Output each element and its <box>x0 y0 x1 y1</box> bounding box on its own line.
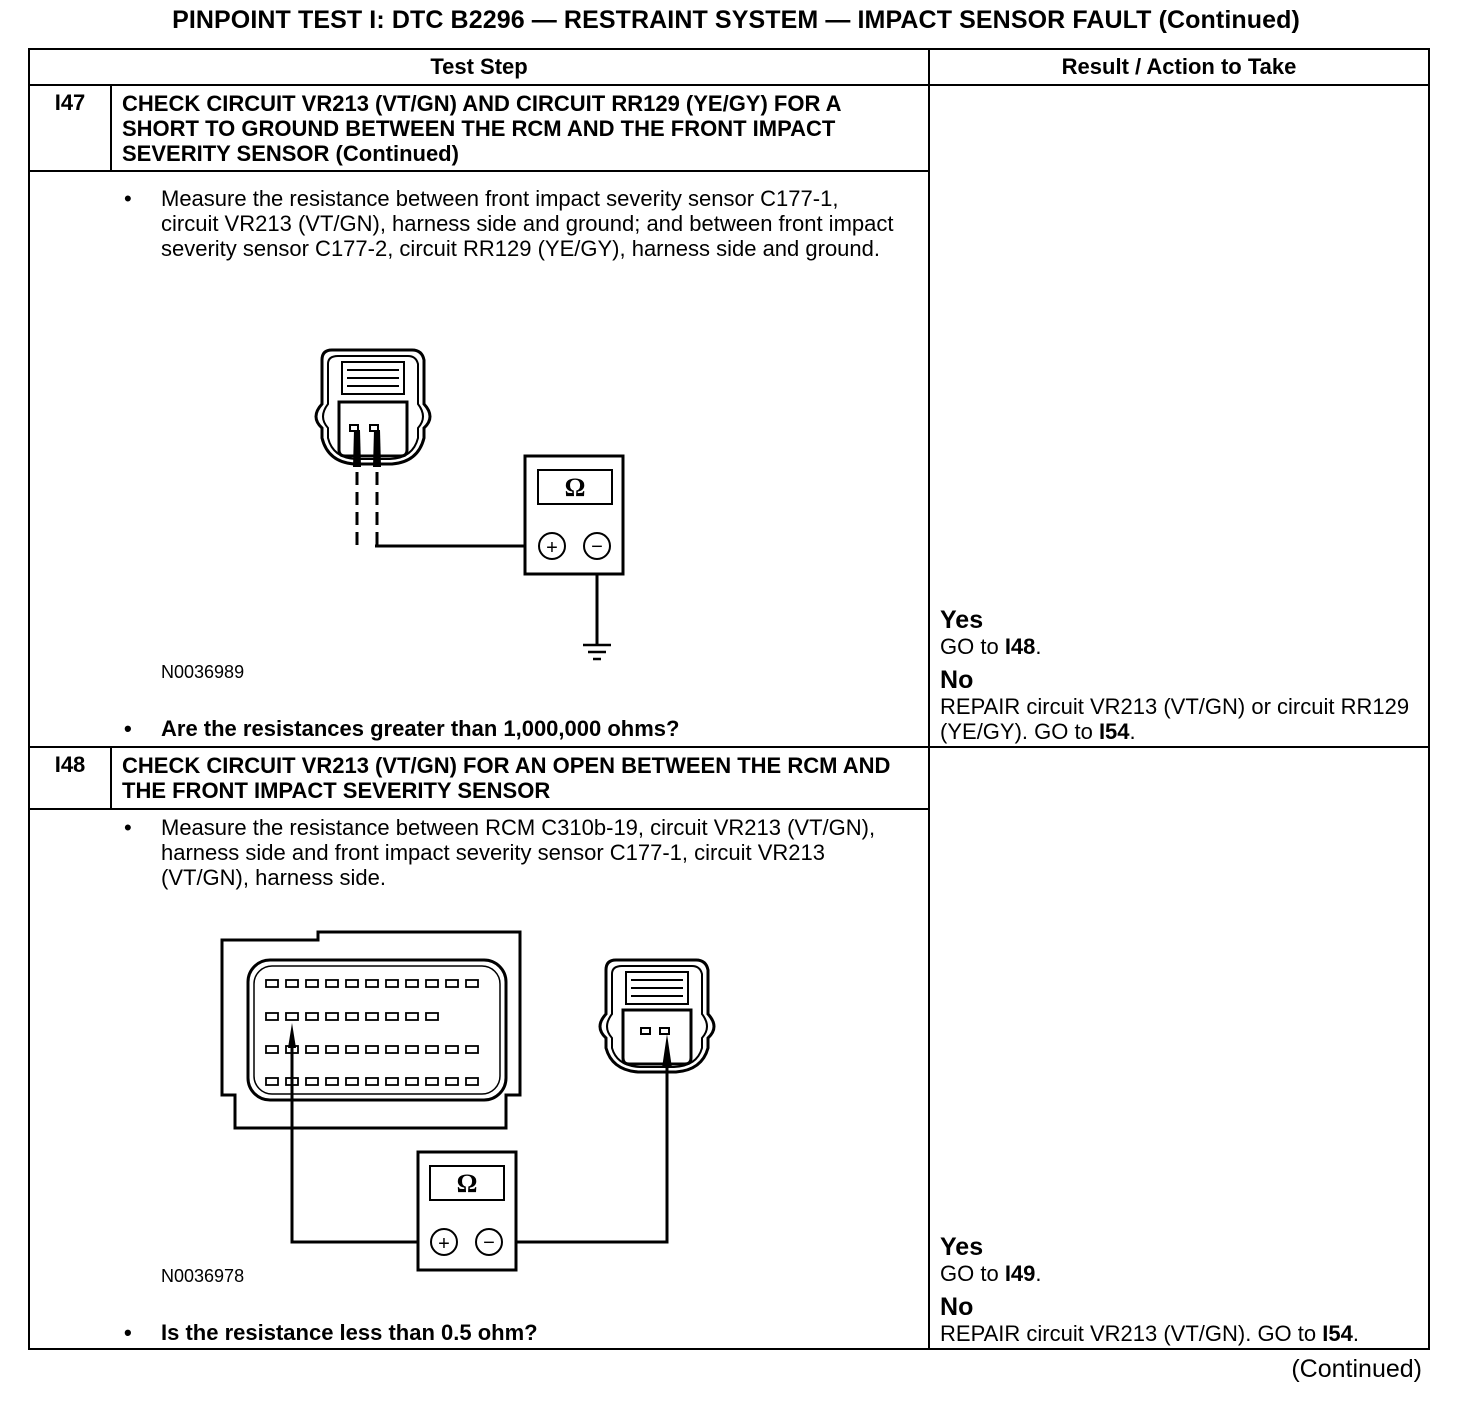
no-label: No <box>940 666 974 694</box>
yes-action: GO to I48. <box>940 634 1042 659</box>
figure-id: N0036989 <box>161 662 245 682</box>
question: •Are the resistances greater than 1,000,… <box>124 716 680 741</box>
instruction: •Measure the resistance between RCM C310… <box>124 815 876 890</box>
yes-label: Yes <box>940 1233 984 1261</box>
column-header-test-step: Test Step <box>27 48 931 86</box>
plus-terminal: + <box>438 1233 450 1255</box>
continued-label: (Continued) <box>1291 1355 1422 1383</box>
step-number: I47 <box>28 84 112 172</box>
rcm-terminals <box>265 979 479 1086</box>
minus-terminal: − <box>591 536 603 558</box>
step-body: •Measure the resistance between front im… <box>27 170 931 748</box>
step-number: I48 <box>28 746 112 810</box>
column-header-result: Result / Action to Take <box>928 48 1431 86</box>
no-action: REPAIR circuit VR213 (VT/GN) or circuit … <box>940 694 1410 744</box>
question: •Is the resistance less than 0.5 ohm? <box>124 1320 538 1345</box>
step-link[interactable]: I54 <box>1098 719 1130 744</box>
plus-terminal: + <box>546 537 558 559</box>
figure-id: N0036978 <box>161 1266 245 1286</box>
instruction: •Measure the resistance between front im… <box>124 186 894 261</box>
yes-label: Yes <box>940 606 984 634</box>
probe-icon <box>353 430 381 467</box>
open-circuit-diagram: Ω + − <box>220 930 716 1272</box>
result-block: Yes GO to I49. No REPAIR circuit VR213 (… <box>940 1233 1416 1347</box>
result-block: Yes GO to I48. No REPAIR circuit VR213 (… <box>940 606 1416 745</box>
resistance-to-ground-diagram: Ω + − <box>314 348 625 661</box>
step-link[interactable]: I48 <box>1004 634 1036 659</box>
step-link[interactable]: I49 <box>1004 1261 1036 1286</box>
result-cell: Yes GO to I49. No REPAIR circuit VR213 (… <box>928 746 1431 1350</box>
step-title: CHECK CIRCUIT VR213 (VT/GN) FOR AN OPEN … <box>109 746 931 810</box>
page-title: PINPOINT TEST I: DTC B2296 — RESTRAINT S… <box>172 6 1300 34</box>
ohmmeter-icon: Ω + − <box>523 454 625 576</box>
sensor-connector-icon <box>598 958 716 1074</box>
step-body: •Measure the resistance between RCM C310… <box>27 808 931 1350</box>
test-leads <box>290 1046 669 1244</box>
result-cell: Yes GO to I48. No REPAIR circuit VR213 (… <box>928 84 1431 748</box>
ground-icon <box>583 643 611 661</box>
ohm-symbol: Ω <box>565 473 586 502</box>
sensor-connector-icon <box>314 348 432 466</box>
step-link[interactable]: I54 <box>1322 1321 1353 1346</box>
ohmmeter-icon: Ω + − <box>416 1150 518 1272</box>
no-action: REPAIR circuit VR213 (VT/GN). GO to I54. <box>940 1321 1359 1346</box>
pinpoint-test-table: Test Step Result / Action to Take I47 CH… <box>27 48 1431 1350</box>
no-label: No <box>940 1293 974 1321</box>
minus-terminal: − <box>483 1232 495 1254</box>
yes-action: GO to I49. <box>940 1261 1042 1286</box>
step-title: CHECK CIRCUIT VR213 (VT/GN) AND CIRCUIT … <box>109 84 931 172</box>
probe-icon <box>288 1023 672 1068</box>
rcm-connector-icon <box>220 930 522 1130</box>
ohm-symbol: Ω <box>457 1169 478 1198</box>
